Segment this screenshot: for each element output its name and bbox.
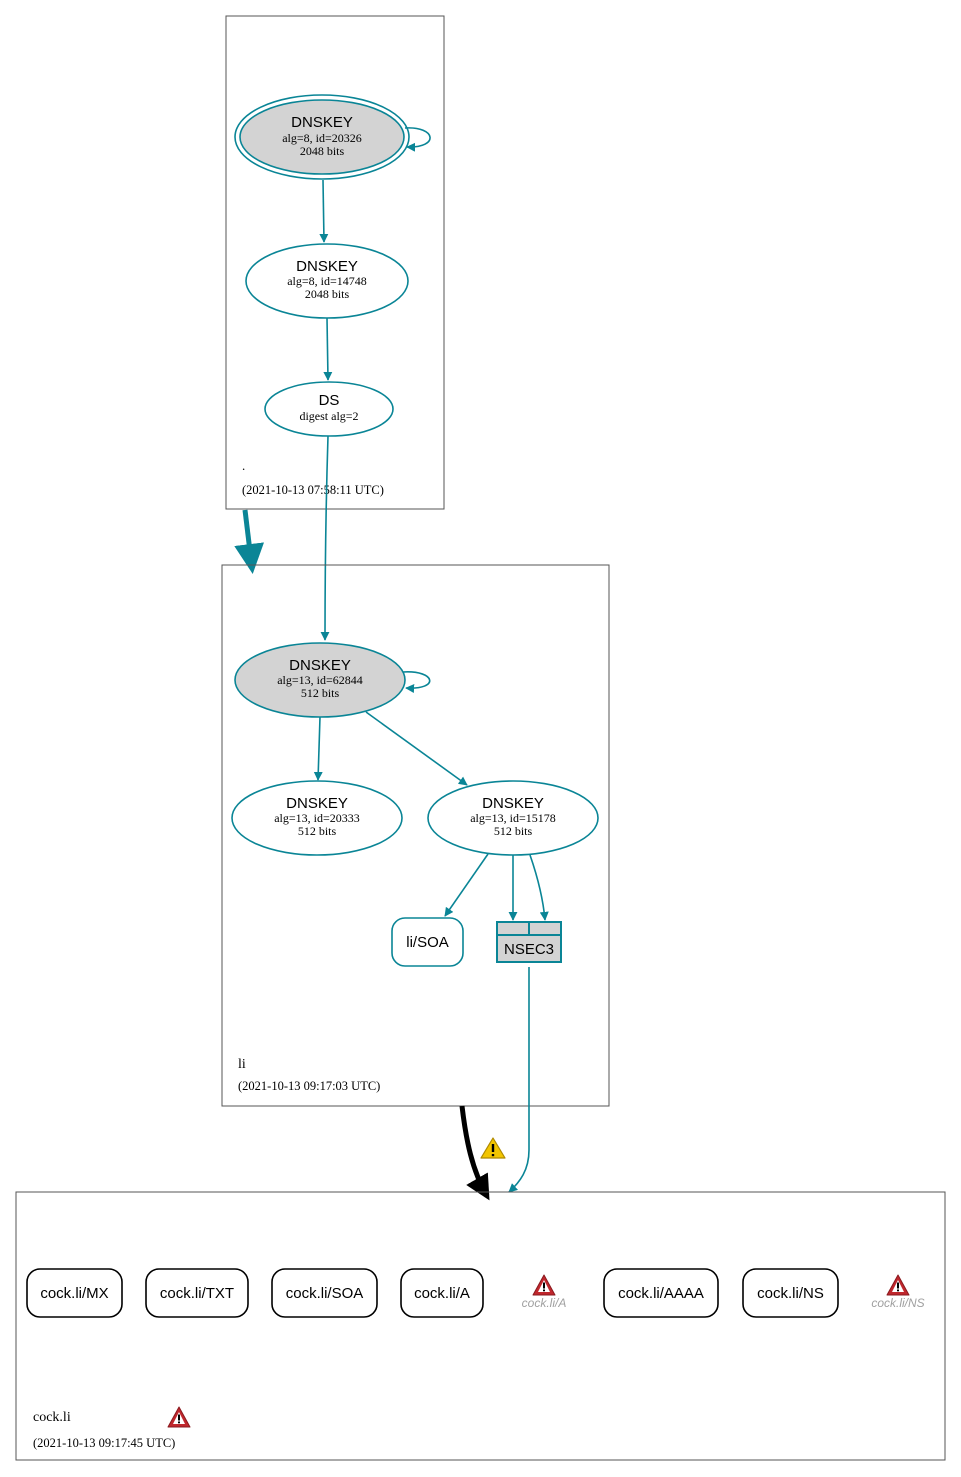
edge-li-ksk-to-zsk-20333 xyxy=(313,716,323,781)
record-cockli-ns[interactable]: cock.li/NS xyxy=(742,1268,839,1318)
edge-root-ds-to-li-ksk xyxy=(320,435,330,641)
node-li-zsk-20333-alg: alg=13, id=20333 xyxy=(274,811,360,825)
edge-delegation-root-li xyxy=(234,509,265,574)
record-cockli-txt[interactable]: cock.li/TXT xyxy=(145,1268,249,1318)
edge-root-ksk-to-zsk xyxy=(319,179,329,243)
node-li-zsk-20333-title: DNSKEY xyxy=(286,795,348,812)
edge-zsk-15178-to-nsec3-b xyxy=(529,854,549,921)
record-cockli-mx[interactable]: cock.li/MX xyxy=(26,1268,123,1318)
node-root-ds[interactable]: DS digest alg=2 xyxy=(264,381,394,437)
node-root-ksk-alg: alg=8, id=20326 xyxy=(282,131,362,145)
record-cockli-soa[interactable]: cock.li/SOA xyxy=(271,1268,378,1318)
zone-root-timestamp: (2021-10-13 07:58:11 UTC) xyxy=(242,483,384,497)
node-root-zsk-alg: alg=8, id=14748 xyxy=(287,274,367,288)
node-li-zsk-15178[interactable]: DNSKEY alg=13, id=15178 512 bits xyxy=(427,780,599,856)
record-cockli-a-error-label: cock.li/A xyxy=(522,1296,567,1310)
node-li-ksk-title: DNSKEY xyxy=(289,657,351,674)
edge-root-ksk-self xyxy=(404,127,431,152)
edge-nsec3-to-cockli xyxy=(508,967,530,1193)
zone-root-name: . xyxy=(242,458,245,473)
node-li-nsec3-label: NSEC3 xyxy=(504,941,554,958)
record-cockli-a-label: cock.li/A xyxy=(414,1285,470,1302)
record-cockli-txt-label: cock.li/TXT xyxy=(160,1285,234,1302)
record-cockli-aaaa[interactable]: cock.li/AAAA xyxy=(603,1268,719,1318)
node-root-ds-digest: digest alg=2 xyxy=(299,409,358,423)
node-root-ksk-title: DNSKEY xyxy=(291,114,353,131)
node-li-ksk[interactable]: DNSKEY alg=13, id=62844 512 bits xyxy=(234,642,406,718)
node-li-zsk-20333-bits: 512 bits xyxy=(298,824,337,838)
record-cockli-ns-error[interactable]: cock.li/NS xyxy=(871,1274,925,1310)
edge-li-ksk-to-zsk-15178 xyxy=(365,711,468,786)
edge-zsk-15178-to-li-soa xyxy=(444,853,489,917)
zone-cockli-name: cock.li xyxy=(33,1410,71,1425)
zone-li: li (2021-10-13 09:17:03 UTC) xyxy=(221,564,610,1107)
node-li-ksk-bits: 512 bits xyxy=(301,686,340,700)
zone-li-name: li xyxy=(238,1057,246,1072)
node-li-zsk-20333[interactable]: DNSKEY alg=13, id=20333 512 bits xyxy=(231,780,403,856)
node-root-zsk[interactable]: DNSKEY alg=8, id=14748 2048 bits xyxy=(245,243,409,319)
error-triangle-icon xyxy=(886,1274,910,1296)
zone-cockli: cock.li (2021-10-13 09:17:45 UTC) xyxy=(15,1191,946,1461)
node-li-nsec3[interactable]: NSEC3 xyxy=(496,921,562,963)
edge-li-ksk-self xyxy=(402,671,431,693)
node-li-zsk-15178-bits: 512 bits xyxy=(494,824,533,838)
node-li-zsk-15178-title: DNSKEY xyxy=(482,795,544,812)
node-root-ds-title: DS xyxy=(319,392,340,409)
edge-delegation-li-cockli xyxy=(459,1105,490,1201)
record-cockli-a-error[interactable]: cock.li/A xyxy=(522,1274,567,1310)
record-cockli-mx-label: cock.li/MX xyxy=(40,1285,108,1302)
record-cockli-aaaa-label: cock.li/AAAA xyxy=(618,1285,704,1302)
node-root-ksk[interactable]: DNSKEY alg=8, id=20326 2048 bits xyxy=(234,94,410,180)
warning-triangle-icon xyxy=(480,1137,506,1159)
node-li-zsk-15178-alg: alg=13, id=15178 xyxy=(470,811,556,825)
record-cockli-a[interactable]: cock.li/A xyxy=(400,1268,484,1318)
node-li-soa-label: li/SOA xyxy=(406,934,449,951)
error-triangle-icon xyxy=(532,1274,556,1296)
zone-root: . (2021-10-13 07:58:11 UTC) xyxy=(225,15,445,510)
node-root-ksk-bits: 2048 bits xyxy=(300,144,345,158)
edge-root-zsk-to-ds xyxy=(323,317,333,381)
error-triangle-icon xyxy=(167,1406,191,1428)
node-root-zsk-bits: 2048 bits xyxy=(305,287,350,301)
node-li-ksk-alg: alg=13, id=62844 xyxy=(277,673,363,687)
record-cockli-soa-label: cock.li/SOA xyxy=(286,1285,364,1302)
node-root-zsk-title: DNSKEY xyxy=(296,258,358,275)
zone-li-timestamp: (2021-10-13 09:17:03 UTC) xyxy=(238,1079,380,1093)
zone-cockli-timestamp: (2021-10-13 09:17:45 UTC) xyxy=(33,1436,175,1450)
node-li-soa[interactable]: li/SOA xyxy=(391,917,464,967)
record-cockli-ns-error-label: cock.li/NS xyxy=(871,1296,924,1310)
record-cockli-ns-label: cock.li/NS xyxy=(757,1285,824,1302)
